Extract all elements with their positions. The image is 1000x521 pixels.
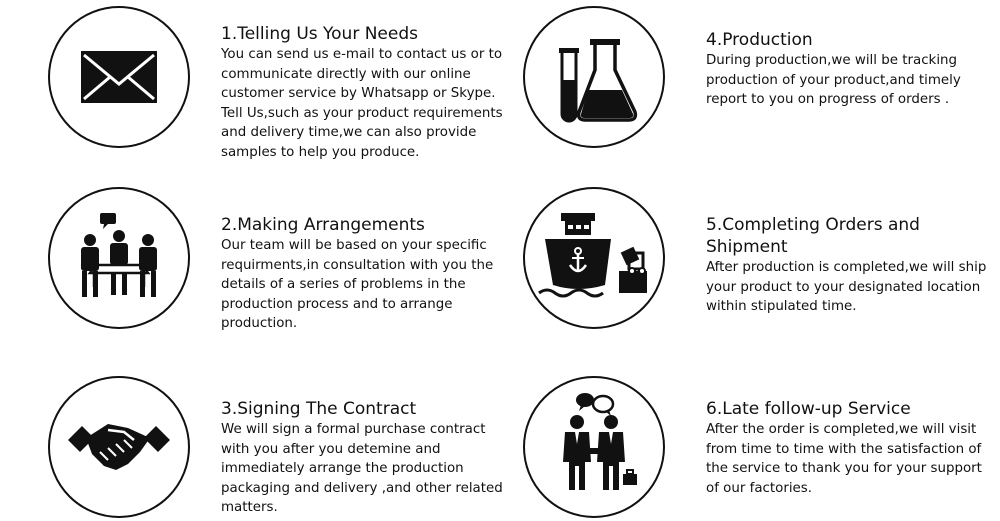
step-1-icon-circle [48,6,190,148]
ship-forklift-icon [538,213,647,298]
step-1-text: 1.Telling Us Your Needs You can send us … [221,23,513,162]
step-2-description: Our team will be based on your specific … [221,238,494,331]
step-5-text: 5.Completing Orders and Shipment After p… [706,214,996,317]
handshake-icon [68,424,170,470]
step-5-icon-circle [523,187,665,329]
step-4-description: During production,we will be tracking pr… [706,53,961,107]
step-3-icon-circle [48,376,190,518]
envelope-icon [81,51,157,103]
lab-flask-icon [559,39,638,123]
step-1-title: 1.Telling Us Your Needs [221,24,418,44]
step-6-title: 6.Late follow-up Service [706,399,911,419]
step-4-icon-circle [523,6,665,148]
step-3-text: 3.Signing The Contract We will sign a fo… [221,398,513,518]
step-2-text: 2.Making Arrangements Our team will be b… [221,214,513,334]
step-2-title: 2.Making Arrangements [221,215,425,235]
step-6-icon-circle [523,376,665,518]
businessmen-chat-icon [563,393,637,490]
step-4-title: 4.Production [706,30,813,50]
meeting-icon [81,213,157,297]
step-4-text: 4.Production During production,we will b… [706,29,996,110]
step-2-icon-circle [48,187,190,329]
step-5-title: 5.Completing Orders and Shipment [706,215,920,257]
step-5-description: After production is completed,we will sh… [706,260,987,314]
step-6-description: After the order is completed,we will vis… [706,422,982,496]
step-1-description: You can send us e-mail to contact us or … [221,47,503,160]
step-3-description: We will sign a formal purchase contract … [221,422,503,515]
step-6-text: 6.Late follow-up Service After the order… [706,398,996,498]
step-3-title: 3.Signing The Contract [221,399,417,419]
